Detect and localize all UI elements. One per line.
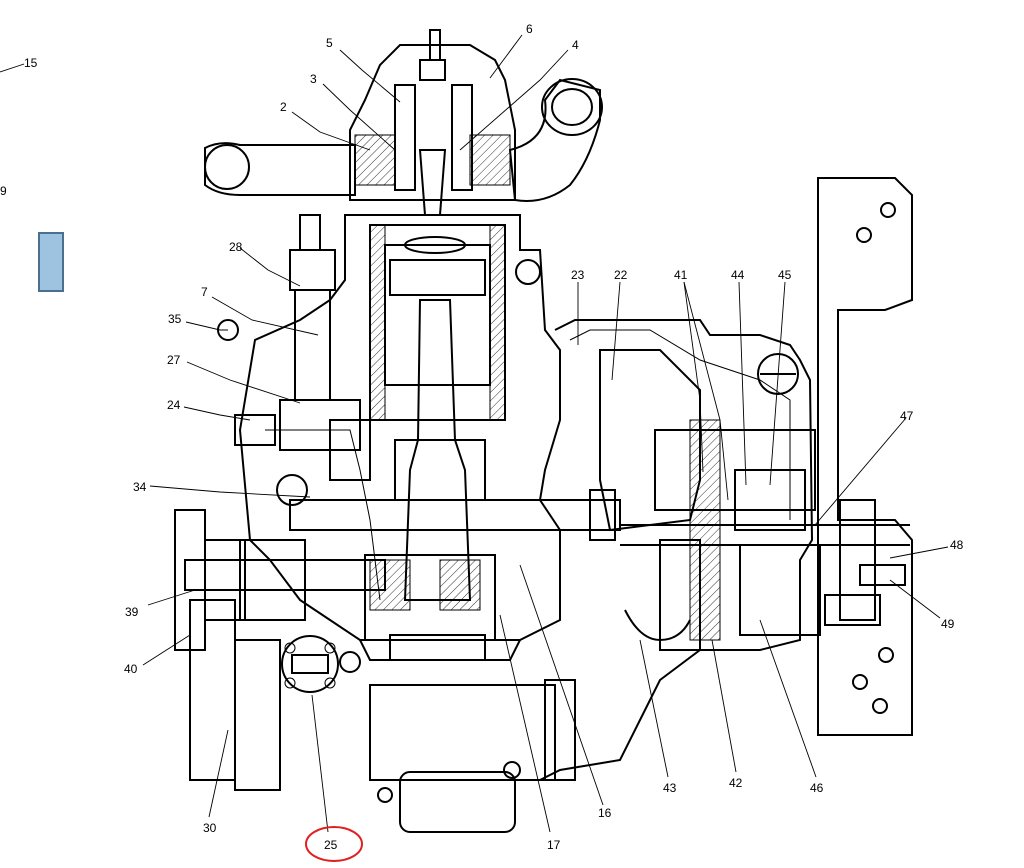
callout-35: 35 <box>168 312 182 326</box>
callout-46: 46 <box>810 781 824 795</box>
callout-34: 34 <box>133 480 147 494</box>
callout-48: 48 <box>950 538 964 552</box>
callout-30: 30 <box>203 821 217 835</box>
side-marker[interactable] <box>38 232 64 292</box>
callout-45: 45 <box>778 268 792 282</box>
callout-41: 41 <box>674 268 688 282</box>
callout-16: 16 <box>598 806 612 820</box>
callout-9: 9 <box>0 184 7 198</box>
callout-17: 17 <box>547 838 561 852</box>
callout-39: 39 <box>125 605 139 619</box>
callout-25: 25 <box>324 838 338 852</box>
callout-28: 28 <box>229 240 243 254</box>
callout-7: 7 <box>201 285 208 299</box>
callout-22: 22 <box>614 268 628 282</box>
callout-42: 42 <box>729 776 743 790</box>
callout-40: 40 <box>124 662 138 676</box>
callout-3: 3 <box>310 72 317 86</box>
callout-15: 15 <box>24 56 38 70</box>
callout-leaders <box>0 34 949 833</box>
callout-4: 4 <box>572 38 579 52</box>
callout-6: 6 <box>526 22 533 36</box>
highlight-ring <box>305 826 363 862</box>
callout-44: 44 <box>731 268 745 282</box>
callout-23: 23 <box>571 268 585 282</box>
callout-5: 5 <box>326 36 333 50</box>
callout-47: 47 <box>900 409 914 423</box>
engine-drawing <box>174 29 913 833</box>
callout-labels: 2 3 4 5 6 7 9 15 16 17 22 23 24 25 27 28… <box>0 22 964 852</box>
callout-43: 43 <box>663 781 677 795</box>
callout-24: 24 <box>167 398 181 412</box>
callout-49: 49 <box>941 617 955 631</box>
callout-2: 2 <box>280 100 287 114</box>
callout-27: 27 <box>167 353 181 367</box>
